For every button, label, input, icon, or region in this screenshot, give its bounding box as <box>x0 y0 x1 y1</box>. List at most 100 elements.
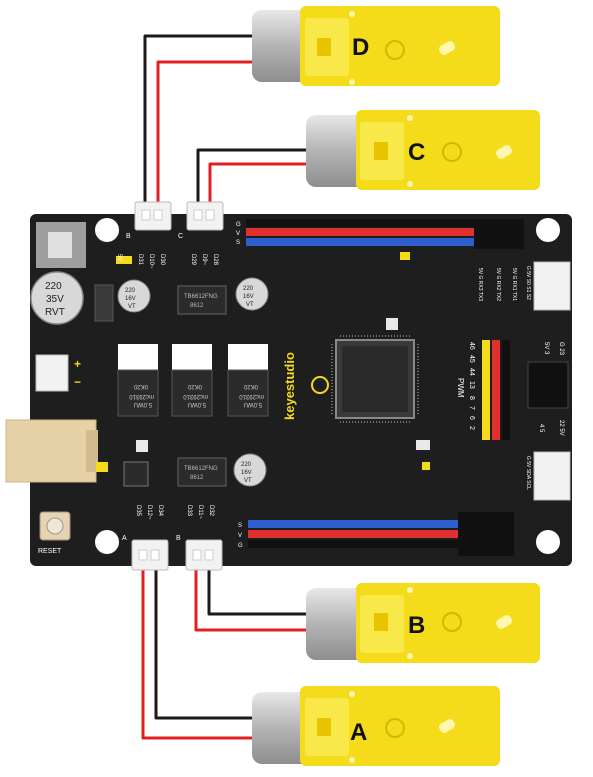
motor-c: C <box>306 110 540 190</box>
brand-logo: keyestudio <box>282 352 297 420</box>
svg-text:VT: VT <box>128 304 136 310</box>
svg-text:44: 44 <box>468 368 475 376</box>
header-top <box>246 219 524 249</box>
svg-text:4 5: 4 5 <box>538 424 544 433</box>
wire-b-red <box>194 568 306 632</box>
reset-button: RESET <box>38 511 71 555</box>
wire-b-black <box>207 568 306 616</box>
wires <box>141 34 306 740</box>
mount-hole <box>95 530 119 554</box>
svg-text:13: 13 <box>468 381 475 389</box>
svg-text:V: V <box>236 231 240 237</box>
svg-text:mc29310: mc29310 <box>239 393 264 399</box>
svg-text:5V G RX1 TX1: 5V G RX1 TX1 <box>511 268 517 301</box>
svg-text:22 5V: 22 5V <box>558 420 564 436</box>
right-side-labels: G 5V S0 S1 S2 5V G RX3 TX3 5V G RX2 TX2 … <box>477 266 564 490</box>
power-plus-label: + <box>74 357 81 371</box>
svg-text:8612: 8612 <box>190 475 204 481</box>
power-minus-label: − <box>74 375 81 389</box>
svg-text:5.0WU: 5.0WU <box>188 401 206 407</box>
svg-text:220: 220 <box>243 286 254 292</box>
header-bottom-gvs: S V G <box>238 523 243 549</box>
svg-text:46: 46 <box>468 342 475 350</box>
svg-text:D31: D31 <box>137 254 143 266</box>
svg-text:0K20: 0K20 <box>243 383 258 389</box>
motor-b-label: B <box>408 612 425 639</box>
svg-text:D28: D28 <box>212 254 218 266</box>
svg-text:2: 2 <box>468 426 475 430</box>
capacitor-small-2: 220 16V VT <box>235 277 269 311</box>
right-header-block <box>527 361 569 409</box>
wire-a-red <box>141 568 252 740</box>
svg-text:G 5V S0 S1 S2: G 5V S0 S1 S2 <box>525 266 531 300</box>
wire-c-black <box>196 148 306 205</box>
motor-d: D <box>252 6 500 86</box>
svg-text:0K20: 0K20 <box>187 383 202 389</box>
svg-text:G 23: G 23 <box>558 342 564 356</box>
svg-text:220: 220 <box>125 288 136 294</box>
svg-text:G 5V SDA SCL: G 5V SDA SCL <box>525 456 531 490</box>
header-top-gvs: G V S <box>236 222 241 246</box>
pwm-label: PWM <box>456 378 465 398</box>
svg-text:45: 45 <box>468 355 475 363</box>
motor-d-label: D <box>352 34 369 61</box>
header-bottom <box>248 512 514 556</box>
driver-ic-top: TB6612FNG 8612 <box>177 285 227 315</box>
svg-text:mc29310: mc29310 <box>183 393 208 399</box>
brand-gear-icon <box>311 376 329 394</box>
power-terminal <box>35 354 69 392</box>
svg-text:TB6612FNG: TB6612FNG <box>184 294 218 300</box>
reset-label: RESET <box>38 548 62 555</box>
capacitor-small-1: 220 16V VT <box>117 279 151 313</box>
wire-d-red <box>156 60 252 205</box>
svg-text:S: S <box>236 240 240 246</box>
motor-a: A <box>252 686 500 766</box>
svg-text:5V 3: 5V 3 <box>543 342 549 355</box>
wire-a-black <box>154 568 252 720</box>
regulator-3: mc29310 5.0WU 0K20 <box>227 344 269 417</box>
svg-text:S: S <box>238 523 242 529</box>
bottom-pin-labels: D35 D12~ D34 D33 D11~ D32 <box>135 505 214 520</box>
pwm-header <box>482 340 510 440</box>
motor-a-connector <box>131 539 169 571</box>
usb-port <box>5 419 97 483</box>
svg-text:35V: 35V <box>46 294 64 305</box>
svg-text:5.0WU: 5.0WU <box>134 401 152 407</box>
svg-text:D12~: D12~ <box>146 505 152 520</box>
i2c-connector <box>533 451 571 501</box>
svg-text:VT: VT <box>246 302 254 308</box>
mount-hole <box>536 530 560 554</box>
svg-text:D9~: D9~ <box>201 254 207 266</box>
motor-b-connector <box>185 539 223 571</box>
svg-text:8612: 8612 <box>190 303 204 309</box>
conn-top-left-label: B <box>126 233 131 240</box>
svg-text:D10~: D10~ <box>148 254 154 269</box>
driver-board: B C A B 220 35V RVT + − RESET <box>5 201 572 571</box>
svg-text:16V: 16V <box>125 296 136 302</box>
svg-text:G: G <box>236 222 241 228</box>
svg-text:0K20: 0K20 <box>133 383 148 389</box>
conn-bottom-mid-label: B <box>176 535 181 542</box>
svg-text:7: 7 <box>468 406 475 410</box>
motor-c-label: C <box>408 139 425 166</box>
motor-b: B <box>306 583 540 663</box>
svg-text:16V: 16V <box>241 470 252 476</box>
svg-text:6: 6 <box>468 416 475 420</box>
svg-text:16V: 16V <box>243 294 254 300</box>
mount-hole <box>536 218 560 242</box>
capacitor-small-3: 220 16V VT <box>233 453 267 487</box>
svg-text:mc29310: mc29310 <box>129 393 154 399</box>
svg-text:D35: D35 <box>135 505 141 517</box>
motor-c-connector <box>186 201 224 231</box>
main-mcu <box>335 339 415 419</box>
svg-text:220: 220 <box>241 462 252 468</box>
svg-text:5V G RX2 TX2: 5V G RX2 TX2 <box>495 268 501 301</box>
svg-text:5.0WU: 5.0WU <box>244 401 262 407</box>
svg-text:RVT: RVT <box>45 307 65 318</box>
serial-connector <box>533 261 571 311</box>
capacitor-220-35v: 220 35V RVT <box>30 271 84 325</box>
top-pin-labels: D31 D10~ D30 D29 D9~ D28 <box>137 254 218 269</box>
usb-chip <box>123 461 149 487</box>
svg-text:5V G RX3 TX3: 5V G RX3 TX3 <box>477 268 483 301</box>
regulator-1: mc29310 5.0WU 0K20 <box>117 344 159 417</box>
